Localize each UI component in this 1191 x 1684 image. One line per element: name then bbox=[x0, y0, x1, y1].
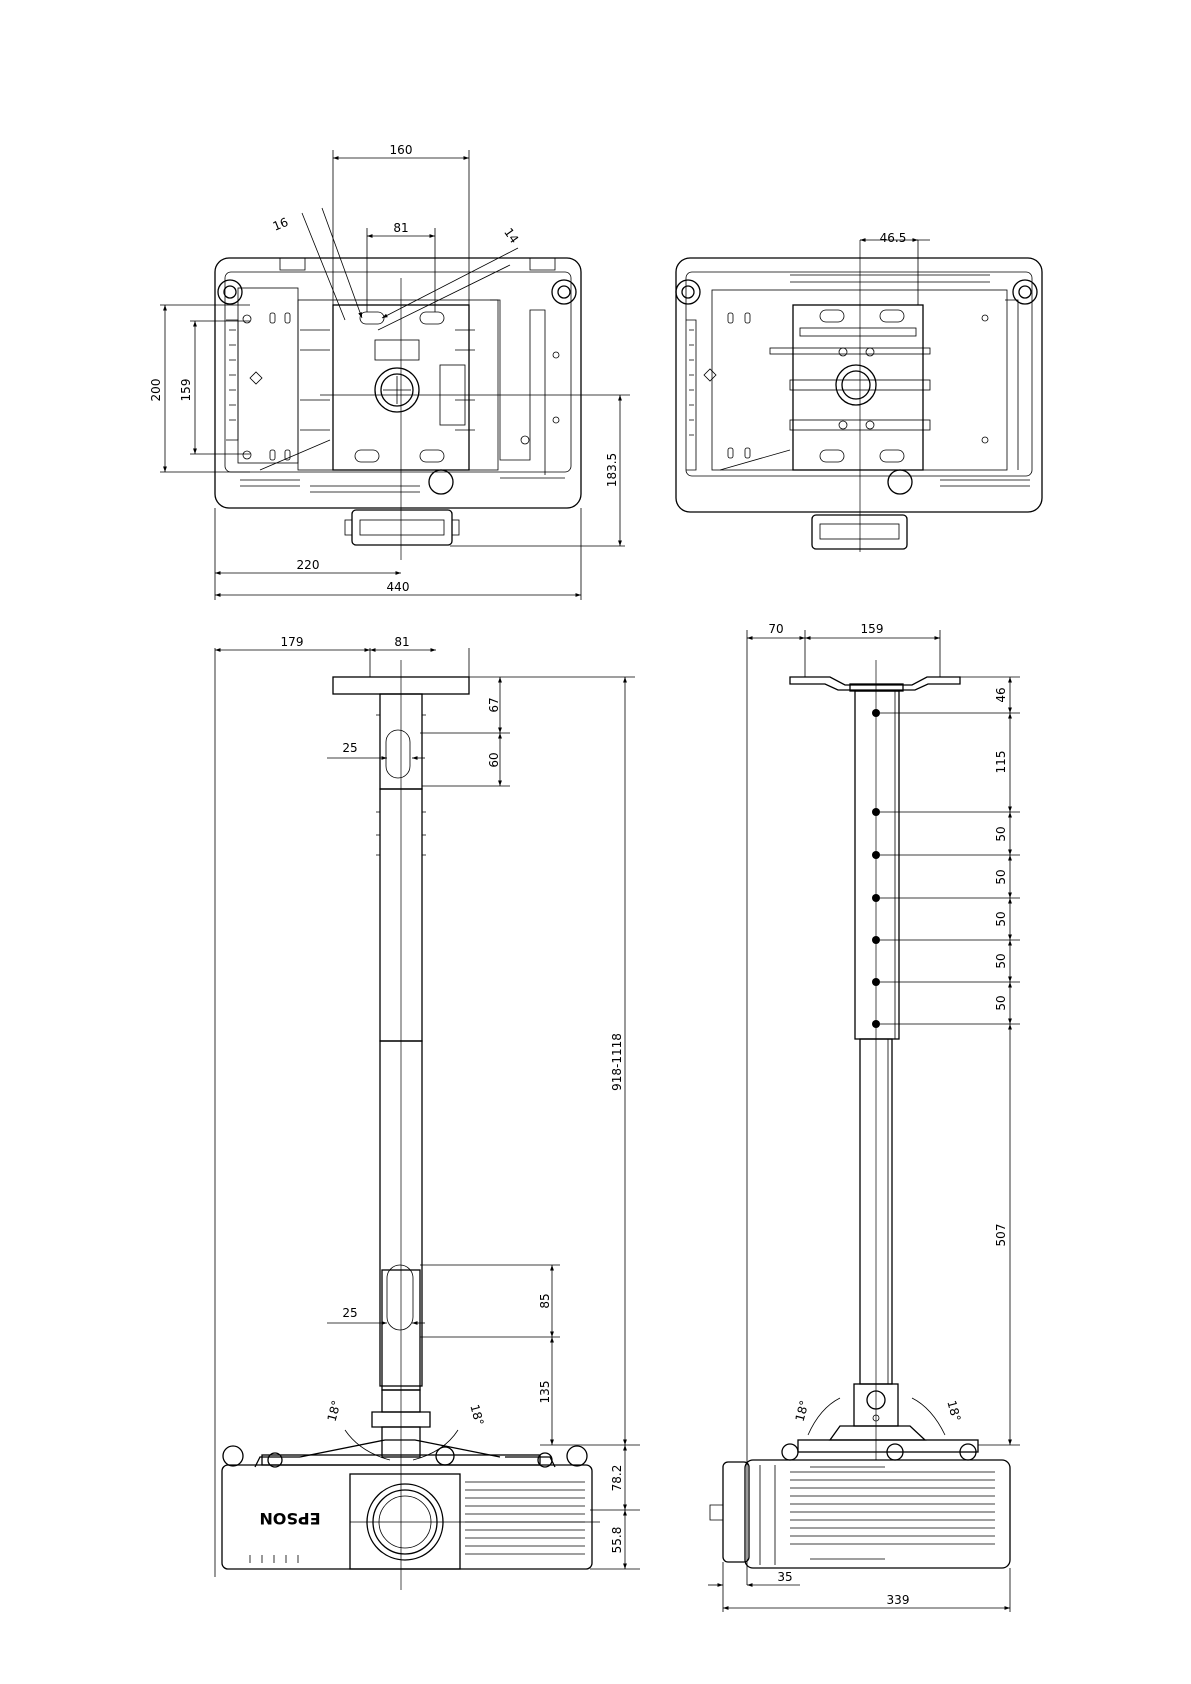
top-left-bottom-view: 160 81 16 14 200 159 183.5 220 440 bbox=[149, 143, 630, 600]
side-dim-46: 46 bbox=[994, 687, 1008, 702]
dim-60: 60 bbox=[487, 752, 501, 767]
dim-183-5: 183.5 bbox=[605, 453, 619, 487]
side-dim-50-1: 50 bbox=[994, 826, 1008, 841]
dim-78-2: 78.2 bbox=[610, 1465, 624, 1492]
side-dim-50-3: 50 bbox=[994, 911, 1008, 926]
side-angle-18-right: 18° bbox=[944, 1399, 963, 1423]
side-dim-50-5: 50 bbox=[994, 995, 1008, 1010]
top-right-bottom-view: 46.5 bbox=[676, 231, 1042, 552]
dim-81-top: 81 bbox=[393, 221, 408, 235]
angle-18-right: 18° bbox=[467, 1403, 486, 1427]
dim-160: 160 bbox=[390, 143, 413, 157]
dim-25-top: 25 bbox=[342, 741, 357, 755]
dim-135: 135 bbox=[538, 1381, 552, 1404]
side-angle-18-left: 18° bbox=[793, 1399, 812, 1423]
dim-46-5: 46.5 bbox=[880, 231, 907, 245]
side-dim-159: 159 bbox=[861, 622, 884, 636]
side-dim-115: 115 bbox=[994, 751, 1008, 774]
angle-18-left: 18° bbox=[325, 1399, 344, 1423]
dim-81-front: 81 bbox=[394, 635, 409, 649]
epson-logo: EPSON bbox=[259, 1509, 320, 1528]
dim-14: 14 bbox=[501, 225, 521, 246]
dim-16: 16 bbox=[271, 215, 290, 234]
side-view: 18° 18° 70 159 46 115 50 50 50 50 50 507… bbox=[708, 622, 1020, 1612]
dim-200: 200 bbox=[149, 379, 163, 402]
dim-918-1118: 918-1118 bbox=[610, 1033, 624, 1091]
dim-440: 440 bbox=[387, 580, 410, 594]
dim-220: 220 bbox=[297, 558, 320, 572]
dim-25-bottom: 25 bbox=[342, 1306, 357, 1320]
side-dim-50-2: 50 bbox=[994, 869, 1008, 884]
side-dim-35: 35 bbox=[777, 1570, 792, 1584]
dim-85: 85 bbox=[538, 1293, 552, 1308]
dim-179: 179 bbox=[281, 635, 304, 649]
dim-159: 159 bbox=[179, 379, 193, 402]
side-dim-507: 507 bbox=[994, 1224, 1008, 1247]
side-dim-339: 339 bbox=[887, 1593, 910, 1607]
dim-67: 67 bbox=[487, 697, 501, 712]
side-dim-70: 70 bbox=[768, 622, 783, 636]
front-view: EPSON 18° 18° 179 81 67 60 25 918-1118 8… bbox=[215, 635, 640, 1590]
side-dim-50-4: 50 bbox=[994, 953, 1008, 968]
dim-55-8: 55.8 bbox=[610, 1527, 624, 1554]
